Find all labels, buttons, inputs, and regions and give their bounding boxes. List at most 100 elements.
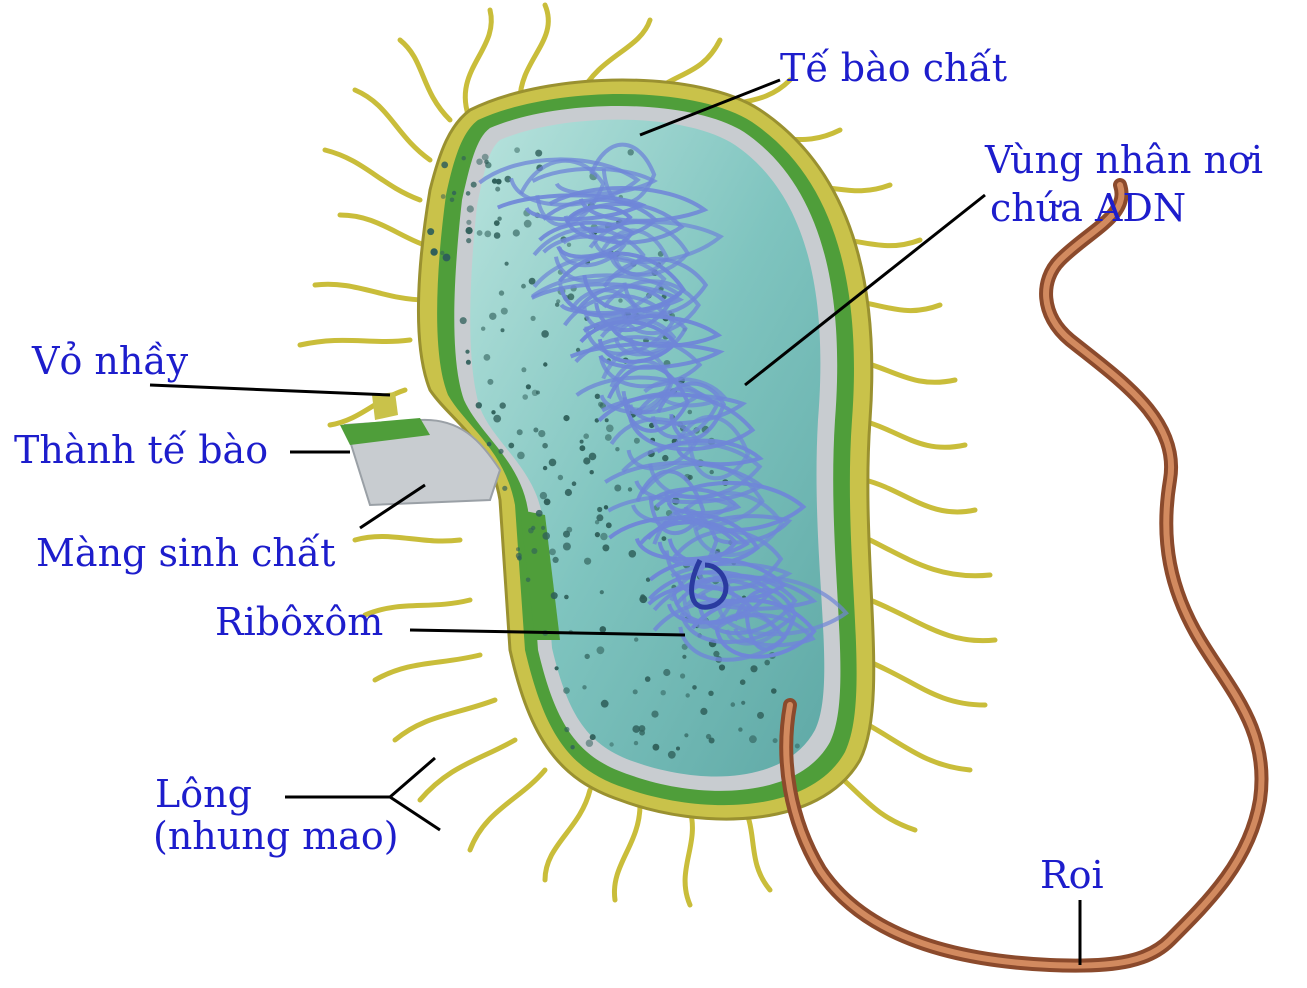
ribosome-dot xyxy=(526,578,531,583)
ribosome-dot xyxy=(634,741,638,745)
ribosome-dot xyxy=(477,230,483,236)
pilus xyxy=(685,810,692,905)
ribosome-dot xyxy=(532,390,538,396)
ribosome-dot xyxy=(493,415,501,423)
ribosome-dot xyxy=(466,360,471,365)
ribosome-dot xyxy=(684,733,688,737)
ribosome-dot xyxy=(441,162,448,169)
ribosome-dot xyxy=(688,410,693,415)
ribosome-dot xyxy=(487,379,493,385)
pilus xyxy=(395,700,495,740)
ribosome-dot xyxy=(491,410,495,414)
ribosome-dot xyxy=(556,299,560,303)
ribosome-dot xyxy=(600,626,607,633)
ribosome-dot xyxy=(606,425,614,433)
ribosome-dot xyxy=(590,470,594,474)
ribosome-dot xyxy=(585,654,590,659)
ribosome-dot xyxy=(471,182,477,188)
ribosome-dot xyxy=(713,651,719,657)
ribosome-dot xyxy=(481,327,485,331)
label-capsule: Vỏ nhầy xyxy=(32,341,188,383)
pilus xyxy=(545,790,590,880)
ribosome-dot xyxy=(757,712,764,719)
ribosome-dot xyxy=(460,317,467,324)
leader-capsule xyxy=(150,385,390,395)
ribosome-dot xyxy=(589,453,597,461)
ribosome-dot xyxy=(563,415,569,421)
ribosome-dot xyxy=(749,735,757,743)
ribosome-dot xyxy=(628,487,632,491)
ribosome-dot xyxy=(586,740,593,747)
ribosome-dot xyxy=(450,198,455,203)
ribosome-dot xyxy=(564,595,569,600)
ribosome-dot xyxy=(502,486,507,491)
label-nucleoid-line1: Vùng nhân nơi xyxy=(985,140,1263,182)
label-pili: Lông (nhung mao) xyxy=(155,774,399,858)
ribosome-dot xyxy=(583,433,589,439)
ribosome-dot xyxy=(604,505,608,509)
ribosome-dot xyxy=(541,330,549,338)
ribosome-dot xyxy=(710,470,714,474)
ribosome-dot xyxy=(501,308,508,315)
ribosome-dot xyxy=(549,459,557,467)
ribosome-dot xyxy=(476,402,482,408)
ribosome-dot xyxy=(572,481,577,486)
ribosome-dot xyxy=(633,689,638,694)
ribosome-dot xyxy=(597,507,602,512)
pilus xyxy=(375,655,480,680)
ribosome-dot xyxy=(543,466,547,470)
ribosome-dot xyxy=(605,418,609,422)
ribosome-dot xyxy=(427,228,434,235)
ribosome-dot xyxy=(771,688,777,694)
ribosome-dot xyxy=(466,220,471,225)
ribosome-dot xyxy=(597,646,605,654)
ribosome-dot xyxy=(549,549,556,556)
ribosome-dot xyxy=(484,231,491,238)
ribosome-dot xyxy=(661,690,666,695)
ribosome-dot xyxy=(708,691,713,696)
ribosome-dot xyxy=(583,457,590,464)
ribosome-dot xyxy=(430,248,437,255)
ribosome-dot xyxy=(522,394,528,400)
ribosome-dot xyxy=(629,550,637,558)
ribosome-dot xyxy=(628,149,634,155)
ribosome-dot xyxy=(764,660,770,666)
ribosome-dot xyxy=(489,313,496,320)
ribosome-dot xyxy=(614,485,621,492)
ribosome-dot xyxy=(484,160,489,165)
ribosome-dot xyxy=(634,637,638,641)
ribosome-dot xyxy=(688,475,693,480)
pilus xyxy=(865,480,975,512)
ribosome-dot xyxy=(543,362,547,366)
ribosome-dot xyxy=(605,434,612,441)
ribosome-dot xyxy=(484,354,491,361)
ribosome-dot xyxy=(555,666,559,670)
ribosome-dot xyxy=(441,194,446,199)
label-nucleoid-line2: chứa ADN xyxy=(990,188,1263,230)
ribosome-dot xyxy=(662,455,668,461)
ribosome-dot xyxy=(521,367,526,372)
ribosome-dot xyxy=(517,429,523,435)
pilus xyxy=(865,660,985,705)
ribosome-dot xyxy=(492,178,497,183)
ribosome-dot xyxy=(639,725,646,732)
ribosome-dot xyxy=(565,489,572,496)
ribosome-dot xyxy=(516,547,520,551)
pilus xyxy=(420,740,515,800)
pilus xyxy=(870,540,990,576)
ribosome-dot xyxy=(564,727,569,732)
ribosome-dot xyxy=(567,243,571,247)
ribosome-dot xyxy=(580,440,584,444)
ribosome-dot xyxy=(514,147,520,153)
pilus xyxy=(870,600,995,641)
ribosome-dot xyxy=(497,217,501,221)
ribosome-dot xyxy=(595,532,600,537)
ribosome-dot xyxy=(440,251,444,255)
ribosome-dot xyxy=(584,558,591,565)
ribosome-dot xyxy=(541,526,545,530)
ribosome-dot xyxy=(476,159,482,165)
ribosome-dot xyxy=(482,154,489,161)
pilus xyxy=(614,805,640,900)
label-pili-line1: Lông xyxy=(155,774,399,816)
